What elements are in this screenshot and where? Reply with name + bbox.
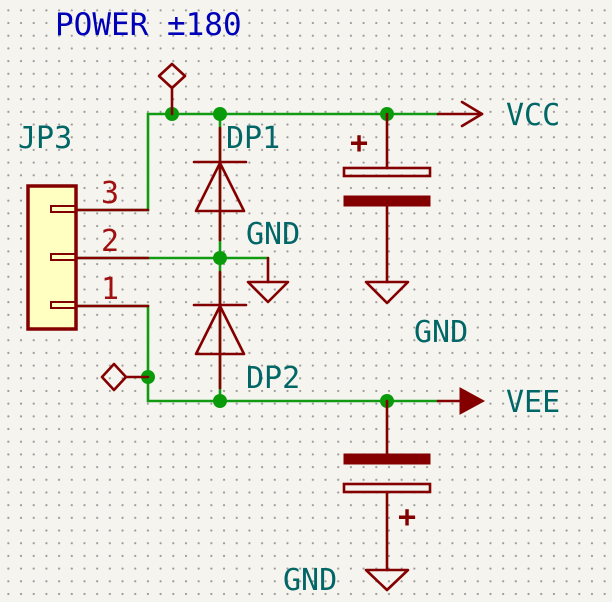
net-label-vcc: VCC bbox=[506, 98, 560, 133]
gnd-symbol-mid[interactable] bbox=[246, 256, 290, 304]
gnd-label-cap-bottom: GND bbox=[283, 563, 337, 598]
vcc-arrow-icon[interactable] bbox=[436, 100, 484, 128]
vee-arrow-icon[interactable] bbox=[436, 387, 486, 415]
sheet-title: POWER ±180 bbox=[55, 7, 242, 43]
junctions bbox=[141, 107, 394, 408]
junction-dot bbox=[213, 251, 227, 265]
capacitor-vee[interactable] bbox=[342, 399, 432, 592]
connector-jp3[interactable] bbox=[26, 184, 150, 331]
gnd-label-cap-top: GND bbox=[414, 315, 468, 350]
diode-dp1[interactable] bbox=[192, 126, 248, 242]
power-flag-left[interactable] bbox=[100, 362, 150, 392]
net-label-vee: VEE bbox=[506, 385, 560, 420]
pin-number-3: 3 bbox=[101, 176, 119, 211]
power-flag-top[interactable] bbox=[157, 62, 187, 116]
diode-dp2[interactable] bbox=[192, 270, 248, 390]
junction-dot bbox=[213, 394, 227, 408]
cap-polarity-plus-top: + bbox=[350, 126, 368, 161]
capacitor-vcc[interactable] bbox=[342, 112, 432, 305]
cap-polarity-plus-bottom: + bbox=[398, 500, 416, 535]
connector-ref-label: JP3 bbox=[18, 121, 72, 156]
diode-ref-dp1: DP1 bbox=[226, 121, 280, 156]
gnd-label-mid: GND bbox=[246, 217, 300, 252]
junction-dot bbox=[213, 107, 227, 121]
pin-number-2: 2 bbox=[101, 224, 119, 259]
diode-ref-dp2: DP2 bbox=[246, 361, 300, 396]
pin-number-1: 1 bbox=[101, 272, 119, 307]
